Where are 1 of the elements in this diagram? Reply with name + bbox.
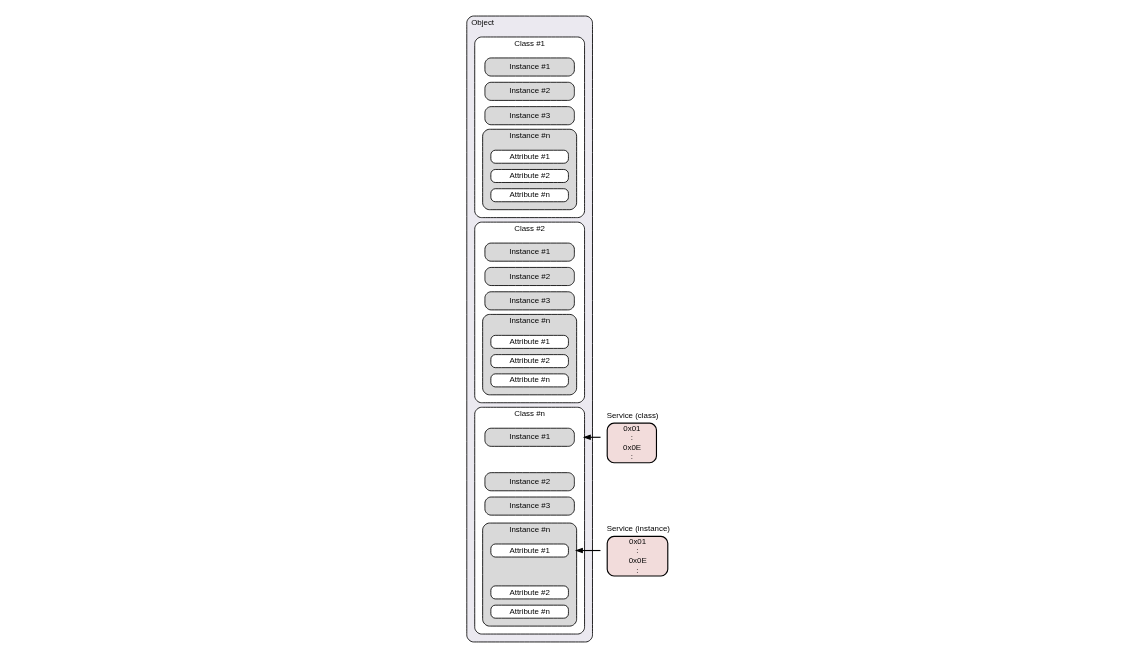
arrow [574, 547, 601, 554]
